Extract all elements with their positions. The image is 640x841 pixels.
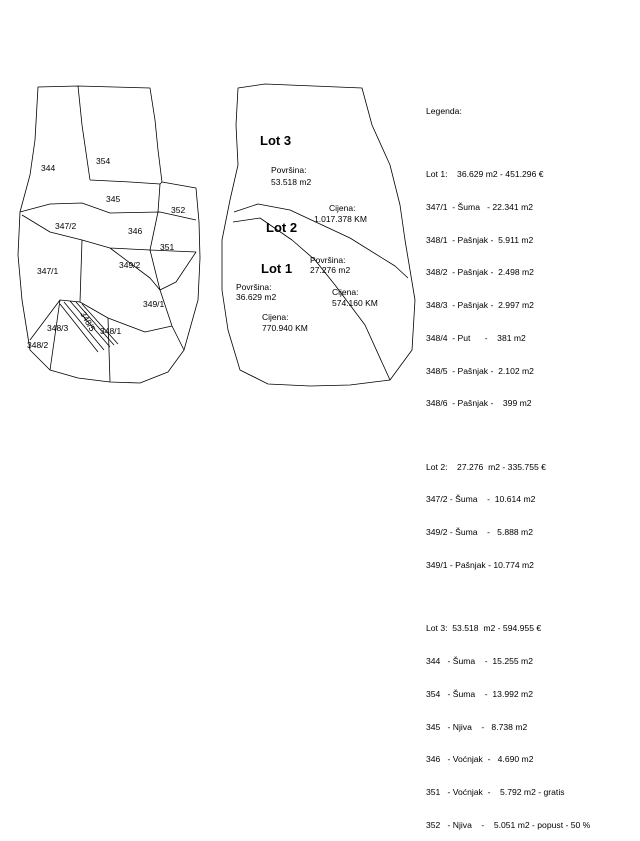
parcel-label-348-2: 348/2 [27,340,49,350]
legend-lot-2-header: Lot 2: 27.276 m2 - 335.755 € [426,461,546,472]
lot-3-price-label: Cijena: [329,203,355,213]
left-map-parcel-lines [19,85,197,383]
lot-1-area-label: Površina: [236,282,271,292]
legend-item: 348/1 - Pašnjak - 5.911 m2 [426,234,534,245]
legend-item: 349/2 - Šuma - 5.888 m2 [426,527,533,538]
parcel-label-349-1: 349/1 [143,299,165,309]
lot-1-title: Lot 1 [261,261,292,276]
lot-1-price-value: 770.940 KM [262,323,308,333]
parcel-label-349-2: 349/2 [119,260,141,270]
legend-item: 348/3 - Pašnjak - 2.997 m2 [426,300,534,311]
lot-2-price-value: 574.160 KM [332,298,378,308]
lot-1-area-value: 36.629 m2 [236,292,276,302]
legend-item: 348/4 - Put - 381 m2 [426,332,526,343]
parcel-label-347-1: 347/1 [37,266,59,276]
parcel-label-345: 345 [106,194,120,204]
parcel-label-344: 344 [41,163,55,173]
lot-2-area-label: Površina: [310,255,345,265]
parcel-label-352: 352 [171,205,185,215]
legend-lot-3-header: Lot 3: 53.518 m2 - 594.955 € [426,623,542,634]
parcel-label-354: 354 [96,156,110,166]
lot-3-price-value: 1.017.378 KM [314,214,367,224]
lot-2-price-label: Cijena: [332,287,358,297]
lot-3-title: Lot 3 [260,133,291,148]
parcel-label-346: 346 [128,226,142,236]
parcel-label-347-2: 347/2 [55,221,77,231]
lot-1-price-label: Cijena: [262,312,288,322]
legend-title: Legenda: [426,105,462,116]
parcel-label-348-3: 348/3 [47,323,69,333]
parcel-label-351: 351 [160,242,174,252]
legend-item: 348/6 - Pašnjak - 399 m2 [426,398,532,409]
legend-item: 351 - Voćnjak - 5.792 m2 - gratis [426,786,565,797]
legend-item: 345 - Njiva - 8.738 m2 [426,721,528,732]
legend-item: 354 - Šuma - 13.992 m2 [426,688,533,699]
legend: Legenda: Lot 1: 36.629 m2 - 451.296 € 34… [426,84,632,841]
left-map-boundary [17,85,201,384]
legend-item: 348/5 - Pašnjak - 2.102 m2 [426,365,534,376]
legend-item: 344 - Šuma - 15.255 m2 [426,656,533,667]
left-map-hatch [59,300,119,353]
lot-2-area-value: 27.276 m2 [310,265,350,275]
lot-3-area-value: 53.518 m2 [271,177,311,187]
parcel-label-348-1: 348/1 [100,326,122,336]
right-map-boundary [221,83,416,387]
right-map-lot-lines [232,203,409,381]
legend-item: 346 - Voćnjak - 4.690 m2 [426,754,534,765]
legend-lot-1-header: Lot 1: 36.629 m2 - 451.296 € [426,169,544,180]
map-canvas: 344 354 345 352 347/2 346 351 349/2 347/… [17,83,416,387]
legend-item: 347/2 - Šuma - 10.614 m2 [426,494,536,505]
legend-item: 349/1 - Pašnjak - 10.774 m2 [426,559,534,570]
lot-2-title: Lot 2 [266,220,297,235]
legend-item: 347/1 - Šuma - 22.341 m2 [426,202,534,213]
legend-item: 352 - Njiva - 5.051 m2 - popust - 50 % [426,819,591,830]
lot-3-area-label: Površina: [271,165,306,175]
legend-item: 348/2 - Pašnjak - 2.498 m2 [426,267,534,278]
